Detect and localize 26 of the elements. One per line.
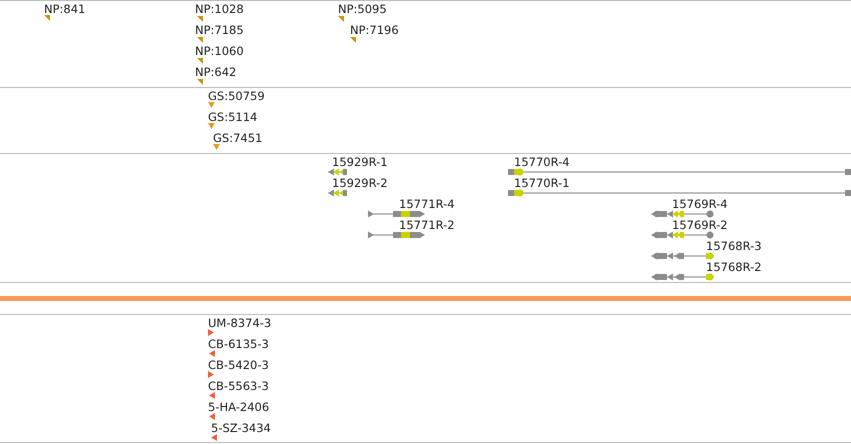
feature-label: 15769R-4 — [672, 197, 728, 211]
feature-label: 5-SZ-3434 — [211, 421, 271, 435]
feature-label: 15768R-3 — [706, 239, 762, 253]
feature-label: 15929R-2 — [332, 176, 388, 190]
feature-label: NP:5095 — [338, 2, 387, 16]
feature-label: 15929R-1 — [332, 155, 388, 169]
feature-label: 15769R-2 — [672, 218, 728, 232]
feature-label: 15770R-1 — [514, 176, 570, 190]
feature-label: CB-6135-3 — [208, 337, 269, 351]
feature-label: 15770R-4 — [514, 155, 570, 169]
feature-label: GS:5114 — [208, 110, 258, 124]
feature-label: NP:7185 — [195, 23, 244, 37]
feature-label: CB-5420-3 — [208, 358, 269, 372]
feature-label: GS:7451 — [213, 131, 262, 145]
feature-label: 5-HA-2406 — [208, 400, 270, 414]
feature-label: 15771R-2 — [399, 218, 455, 232]
feature-label: NP:841 — [44, 2, 86, 16]
feature-label: NP:1028 — [195, 2, 244, 16]
feature-label: UM-8374-3 — [208, 316, 272, 330]
feature-label: GS:50759 — [208, 89, 265, 103]
feature-label: NP:7196 — [350, 23, 399, 37]
feature-label: CB-5563-3 — [208, 379, 269, 393]
feature-label: NP:642 — [195, 65, 236, 79]
feature-label: 15768R-2 — [706, 260, 762, 274]
feature-label: NP:1060 — [195, 44, 244, 58]
feature-label: 15771R-4 — [399, 197, 455, 211]
